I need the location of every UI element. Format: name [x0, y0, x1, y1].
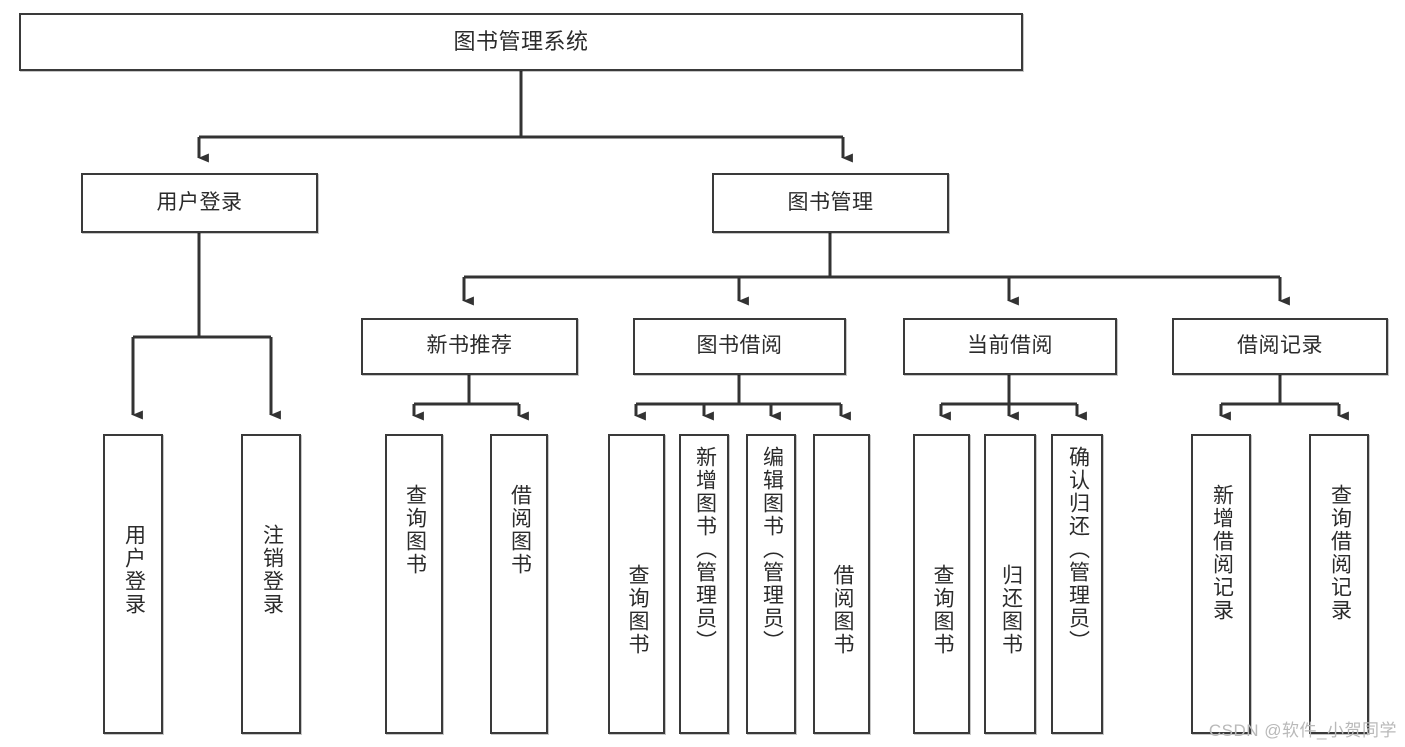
node-label: 编辑图书（管理员）: [760, 446, 784, 653]
leaf-edit-book-admin[interactable]: 编辑图书（管理员）: [746, 434, 796, 734]
csdn-watermark: CSDN @软件_小贺同学: [1208, 721, 1397, 740]
node-label: 查询借阅记录: [1328, 484, 1352, 622]
node-borrow-record[interactable]: 借阅记录: [1172, 318, 1388, 375]
leaf-borrow-book-new[interactable]: 借阅图书: [490, 434, 548, 734]
node-new-book-recommend[interactable]: 新书推荐: [361, 318, 578, 375]
node-label: 图书管理: [787, 190, 874, 214]
node-label: 查询图书: [403, 484, 427, 576]
node-label: 图书管理系统: [453, 29, 589, 55]
leaf-query-borrow-record[interactable]: 查询借阅记录: [1309, 434, 1369, 734]
node-label: 借阅图书: [508, 484, 532, 576]
leaf-add-book-admin[interactable]: 新增图书（管理员）: [679, 434, 729, 734]
node-book-management[interactable]: 图书管理: [712, 173, 949, 233]
node-current-borrow[interactable]: 当前借阅: [903, 318, 1117, 375]
node-root-system[interactable]: 图书管理系统: [19, 13, 1023, 71]
node-label: 新增图书（管理员）: [693, 446, 717, 653]
leaf-query-book-new[interactable]: 查询图书: [385, 434, 443, 734]
node-label: 图书借阅: [696, 334, 783, 358]
node-label: 查询图书: [930, 564, 954, 656]
node-label: 新增借阅记录: [1210, 484, 1234, 622]
leaf-confirm-return-admin[interactable]: 确认归还（管理员）: [1051, 434, 1103, 734]
leaf-user-logout[interactable]: 注销登录: [241, 434, 301, 734]
node-label: 归还图书: [999, 564, 1023, 656]
node-label: 新书推荐: [426, 334, 513, 358]
node-label: 借阅记录: [1237, 334, 1323, 358]
node-label: 当前借阅: [967, 334, 1053, 358]
node-label: 借阅图书: [830, 564, 854, 656]
leaf-user-login[interactable]: 用户登录: [103, 434, 163, 734]
leaf-query-book-current[interactable]: 查询图书: [913, 434, 970, 734]
node-label: 注销登录: [260, 524, 284, 616]
leaf-query-book-borrow[interactable]: 查询图书: [608, 434, 665, 734]
leaf-return-book[interactable]: 归还图书: [984, 434, 1036, 734]
node-book-borrow[interactable]: 图书借阅: [633, 318, 846, 375]
leaf-borrow-book[interactable]: 借阅图书: [813, 434, 870, 734]
node-label: 用户登录: [122, 524, 146, 616]
node-user-login[interactable]: 用户登录: [81, 173, 318, 233]
node-label: 查询图书: [625, 564, 649, 656]
node-label: 用户登录: [156, 190, 243, 214]
node-label: 确认归还（管理员）: [1066, 446, 1090, 653]
leaf-add-borrow-record[interactable]: 新增借阅记录: [1191, 434, 1251, 734]
